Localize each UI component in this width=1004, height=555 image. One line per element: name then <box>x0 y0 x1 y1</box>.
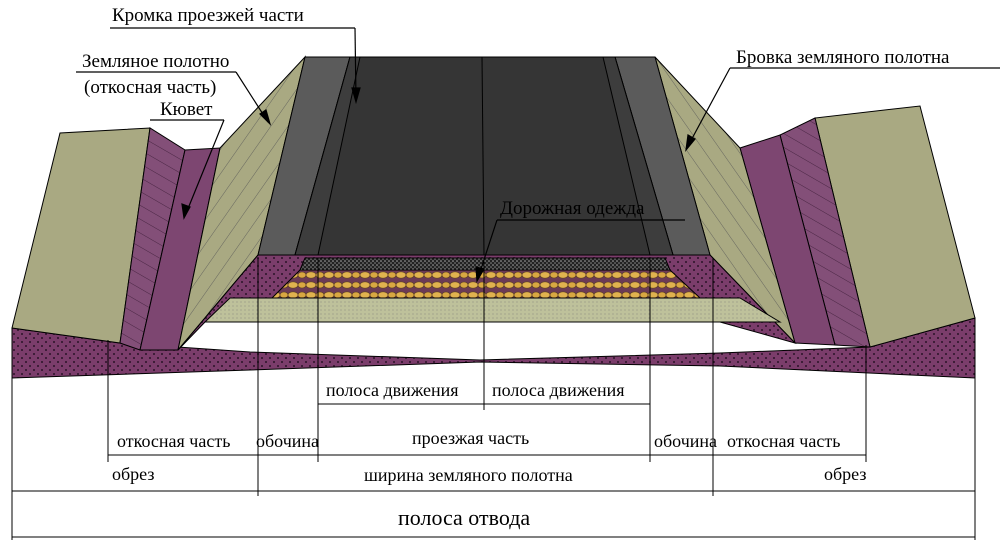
label-ditch: Кювет <box>160 99 213 120</box>
dim-cut-left: обрез <box>112 464 154 484</box>
dim-lane-left: полоса движения <box>326 380 459 400</box>
label-carriageway-edge: Кромка проезжей части <box>112 5 304 26</box>
label-subgrade-brow: Бровка земляного полотна <box>736 47 950 68</box>
label-pavement: Дорожная одежда <box>500 198 645 219</box>
sand-layer <box>203 297 782 323</box>
label-subgrade-slope-1: Земляное полотно <box>82 51 229 72</box>
dim-right-of-way: полоса отвода <box>398 505 530 530</box>
gravel-layer <box>270 269 702 299</box>
dim-carriageway: проезжая часть <box>412 428 529 448</box>
leader-lines <box>76 27 1000 283</box>
carriageway-edge-strip-right <box>602 56 674 256</box>
carriageway-edge-strip-left <box>294 56 361 256</box>
dimension-lines <box>11 258 976 540</box>
dim-lane-right: полоса движения <box>492 380 625 400</box>
dim-subgrade-width: ширина земляного полотна <box>364 465 573 485</box>
dim-slope-left: откосная часть <box>117 431 230 451</box>
label-subgrade-slope-2: (откосная часть) <box>84 77 216 98</box>
dim-shoulder-left: обочина <box>256 431 319 451</box>
dim-slope-right: откосная часть <box>727 431 840 451</box>
center-line <box>481 56 485 256</box>
dim-shoulder-right: обочина <box>654 431 717 451</box>
fine-layer <box>299 257 671 271</box>
dim-cut-right: обрез <box>824 464 866 484</box>
